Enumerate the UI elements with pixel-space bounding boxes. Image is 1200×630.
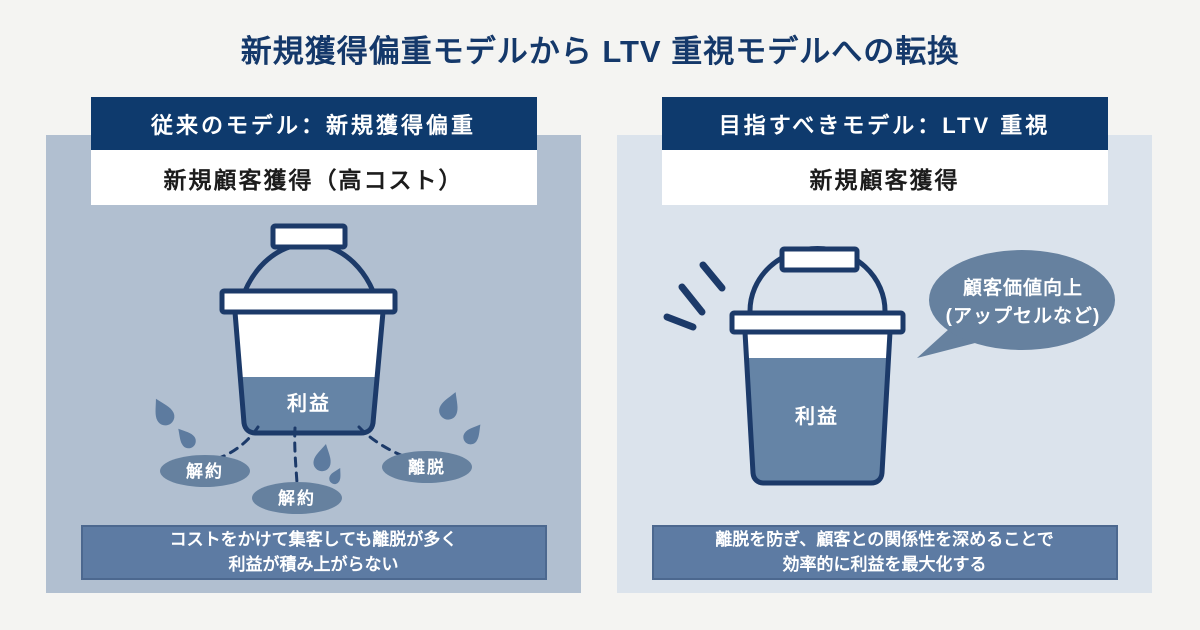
ltv-model-panel: 目指すべきモデル：LTV 重視 新規顧客獲得 利益 顧客価値向上 (アップセルな… (617, 97, 1152, 593)
legacy-caption-box: コストをかけて集客しても離脱が多く 利益が積み上がらない (80, 525, 547, 580)
bucket-rim-icon (729, 310, 906, 335)
leak-bubble (252, 482, 342, 514)
full-bucket-illustration: 利益 顧客価値向上 (アップセルなど) (663, 246, 1115, 486)
speech-bubble-body (929, 250, 1115, 350)
caption-line: コストをかけて集客しても離脱が多く (169, 529, 458, 549)
bucket-body-outline (742, 329, 893, 486)
profit-label: 利益 (287, 391, 331, 415)
ltv-panel-subheader: 新規顧客獲得 (661, 150, 1108, 205)
caption-line: 利益が積み上がらない (228, 554, 399, 574)
leak-label-group: 解約 解約 離脱 (160, 451, 472, 514)
legacy-panel-subheader: 新規顧客獲得（高コスト） (90, 150, 537, 205)
water-droplet-icon (178, 428, 196, 449)
leak-bubble (160, 455, 250, 487)
water-droplet-icon (155, 398, 175, 426)
water-droplet-icon (329, 468, 341, 485)
droplet-group (155, 392, 481, 485)
bucket-handle-grip-icon (779, 246, 860, 273)
leaky-bucket-illustration: 利益 解約 解約 離脱 (155, 223, 481, 514)
water-droplet-icon (463, 424, 481, 445)
sparkle-icon (663, 261, 726, 331)
ltv-panel-header-banner: 目指すべきモデル：LTV 重視 (661, 97, 1108, 150)
speech-bubble-line: (アップセルなど) (946, 304, 1101, 327)
speech-bubble-line: 顧客価値向上 (963, 276, 1083, 299)
bucket-handle-grip-icon (270, 223, 348, 250)
bucket-water-high (746, 358, 889, 483)
caption-line: 効率的に利益を最大化する (782, 554, 987, 574)
leak-trail-center (293, 426, 299, 485)
ltv-panel-header-group: 目指すべきモデル：LTV 重視 新規顧客獲得 (661, 97, 1108, 205)
legacy-model-panel: 従来のモデル：新規獲得偏重 新規顧客獲得（高コスト） 利益 (46, 97, 581, 593)
water-droplet-icon (313, 444, 331, 472)
bucket-rim-icon (219, 288, 398, 315)
leak-label: 解約 (186, 461, 224, 481)
profit-label: 利益 (795, 404, 839, 428)
leak-label: 解約 (278, 488, 316, 508)
leak-bubble (382, 451, 472, 483)
bucket-body-outline (232, 309, 386, 436)
speech-bubble: 顧客価値向上 (アップセルなど) (917, 250, 1115, 358)
page-title: 新規獲得偏重モデルから LTV 重視モデルへの転換 (240, 34, 960, 69)
bucket-water-low (240, 377, 377, 433)
water-droplet-icon (439, 392, 458, 420)
legacy-panel-header-group: 従来のモデル：新規獲得偏重 新規顧客獲得（高コスト） (90, 97, 537, 205)
ltv-caption-box: 離脱を防ぎ、顧客との関係性を深めることで 効率的に利益を最大化する (651, 525, 1118, 580)
legacy-panel-header-banner: 従来のモデル：新規獲得偏重 (90, 97, 537, 150)
leak-label: 離脱 (408, 457, 446, 477)
caption-line: 離脱を防ぎ、顧客との関係性を深めることで (715, 529, 1054, 549)
